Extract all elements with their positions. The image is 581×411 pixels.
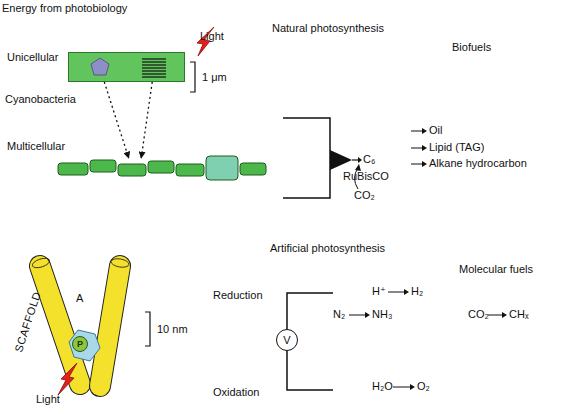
molecule-label: NH₃ — [372, 308, 392, 321]
column-heading: Biofuels — [452, 41, 491, 54]
scaffold-cylinders — [31, 256, 129, 386]
thylakoid-stripes — [142, 59, 166, 77]
filament-cell — [58, 163, 88, 175]
stripe — [142, 76, 166, 77]
filament-cells — [58, 156, 266, 180]
heterocyst — [206, 156, 238, 180]
cylinder — [100, 266, 120, 386]
cylinder-cap — [31, 256, 51, 269]
pigment-circle: P — [72, 336, 88, 352]
scale-bar — [145, 312, 150, 346]
molecule-label: CHₓ — [509, 308, 529, 321]
section-heading: Natural photosynthesis — [272, 22, 384, 35]
molecule-label: H₂ — [411, 285, 423, 298]
arrow-head — [365, 312, 370, 318]
stripe — [142, 73, 166, 74]
node-text: V — [283, 335, 290, 346]
stripe — [142, 67, 166, 68]
arrow-head — [422, 145, 427, 151]
filament-cell — [148, 161, 174, 173]
biofuel-arrow-heads — [422, 128, 427, 167]
stripe — [142, 61, 166, 62]
arrow-line — [349, 315, 366, 316]
molecule-label: CO₂ — [468, 308, 489, 321]
fuel-arrow-heads — [365, 289, 507, 390]
arrow-line — [411, 131, 423, 132]
bracket — [287, 351, 333, 390]
molecule-label: O₂ — [417, 380, 430, 393]
fuel-arrows — [349, 292, 503, 387]
bracket-pointer — [330, 150, 352, 170]
cylinder-cap — [110, 257, 129, 268]
stripe — [142, 58, 166, 59]
arrow-head — [422, 128, 427, 134]
scale-bar — [190, 62, 195, 92]
node-heading: Multicellular — [7, 140, 65, 153]
stripe — [142, 64, 166, 65]
arrow-line — [352, 159, 358, 160]
cylinder-outline — [40, 266, 80, 384]
bracket — [287, 293, 333, 329]
molecule-label: H⁺ — [372, 285, 386, 298]
light-label: Light — [36, 393, 60, 406]
node-heading: Unicellular — [7, 51, 58, 64]
light-label: Light — [200, 30, 224, 43]
half-reaction-label: Reduction — [213, 289, 263, 302]
arrow-line — [393, 387, 411, 388]
scale-label: 10 nm — [157, 323, 188, 336]
column-heading: Molecular fuels — [459, 263, 533, 276]
half-reaction-label: Oxidation — [213, 386, 259, 399]
scale-label: 1 μm — [202, 71, 227, 84]
arrow-line — [488, 315, 503, 316]
molecule-label: N₂ — [333, 308, 345, 321]
cylinder — [40, 266, 80, 384]
biofuel-arrows — [411, 131, 423, 164]
filament-cell — [90, 160, 116, 172]
product-label: Alkane hydrocarbon — [429, 157, 527, 170]
protein-complex — [69, 330, 100, 361]
arrow-line — [388, 292, 405, 293]
product-label: Oil — [429, 124, 442, 137]
molecule-label: CO₂ — [354, 189, 375, 202]
arrow-head — [502, 312, 507, 318]
voltmeter-circle: V — [276, 329, 298, 351]
bracket — [283, 118, 330, 198]
arrow-head — [422, 161, 427, 167]
light-bolt — [58, 363, 77, 395]
stripe — [142, 70, 166, 71]
arrow-head — [410, 384, 415, 390]
pentagon-organelle — [91, 58, 109, 75]
filament-cell — [118, 164, 146, 176]
arrow-line — [411, 164, 423, 165]
section-heading: Artificial photosynthesis — [270, 242, 385, 255]
cell-box: Unicellular — [68, 52, 185, 82]
arrow-head — [355, 164, 361, 171]
diagram-title: Energy from photobiology — [2, 2, 127, 15]
arrow-head — [358, 157, 362, 163]
dotted-arrow — [141, 82, 152, 158]
molecule-label: C₆ — [363, 153, 375, 166]
filament: Multicellular — [58, 158, 266, 178]
dotted-arrow — [104, 82, 128, 158]
filament-cell — [240, 163, 266, 175]
filament-cell — [176, 164, 204, 176]
site-label: A — [76, 292, 83, 305]
group-label: Cyanobacteria — [5, 93, 76, 106]
molecule-label: H₂O — [372, 380, 393, 393]
arrow-head — [404, 289, 409, 295]
arrow-line — [411, 148, 423, 149]
product-label: Lipid (TAG) — [429, 141, 484, 154]
enzyme-label: RuBisCO — [343, 170, 389, 183]
cylinder-outline — [100, 266, 120, 386]
node-text: P — [77, 339, 83, 350]
scaffold-label: SCAFFOLD — [12, 290, 44, 354]
